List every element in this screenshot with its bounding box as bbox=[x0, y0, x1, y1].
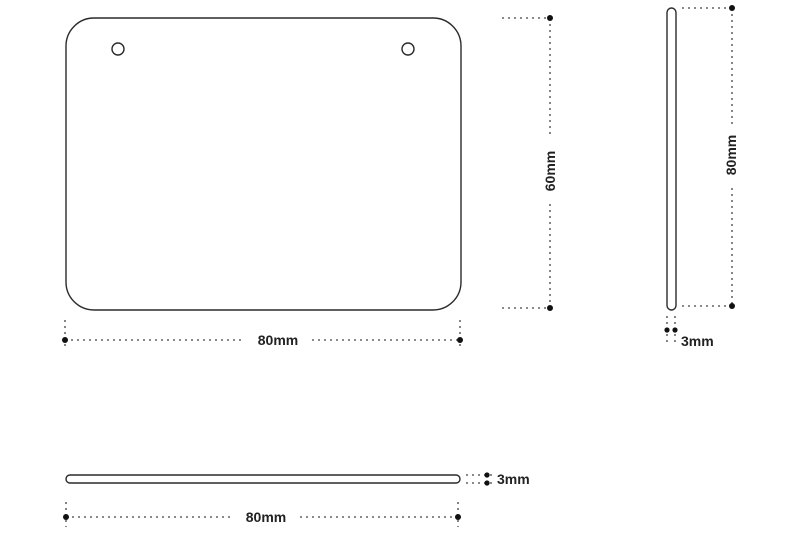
top-width-label: 80mm bbox=[246, 509, 286, 525]
side-height-label: 80mm bbox=[723, 135, 739, 175]
front-view bbox=[65, 17, 462, 311]
side-thickness-dimension: 3mm bbox=[664, 316, 714, 349]
front-height-dimension: 60mm bbox=[502, 15, 558, 311]
plate-top-outline bbox=[65, 474, 461, 484]
front-height-label: 60mm bbox=[542, 151, 558, 191]
top-thickness-label: 3mm bbox=[497, 471, 530, 487]
dimension-endpoint-dot bbox=[63, 514, 69, 520]
mounting-hole-left bbox=[111, 42, 125, 56]
front-width-dimension: 80mm bbox=[62, 320, 463, 350]
side-thickness-label: 3mm bbox=[681, 333, 714, 349]
front-width-label: 80mm bbox=[258, 332, 298, 348]
dimension-endpoint-dot bbox=[729, 5, 735, 11]
plate-side-outline bbox=[666, 7, 677, 311]
dimension-endpoint-dot bbox=[547, 15, 553, 21]
mounting-hole-right bbox=[401, 42, 415, 56]
top-width-dimension: 80mm bbox=[63, 502, 461, 527]
dimension-endpoint-dot bbox=[664, 327, 670, 333]
dimension-endpoint-dot bbox=[62, 337, 68, 343]
dimension-endpoint-dot bbox=[484, 480, 490, 486]
dimension-endpoint-dot bbox=[455, 514, 461, 520]
dimension-endpoint-dot bbox=[672, 327, 678, 333]
dimension-endpoint-dot bbox=[457, 337, 463, 343]
top-thickness-dimension: 3mm bbox=[466, 471, 530, 487]
side-height-dimension: 80mm bbox=[682, 5, 739, 309]
dimension-endpoint-dot bbox=[484, 472, 490, 478]
dimension-endpoint-dot bbox=[729, 303, 735, 309]
top-view bbox=[65, 474, 461, 484]
dimension-endpoint-dot bbox=[547, 305, 553, 311]
plate-front-outline bbox=[65, 17, 462, 311]
side-view bbox=[666, 7, 677, 311]
